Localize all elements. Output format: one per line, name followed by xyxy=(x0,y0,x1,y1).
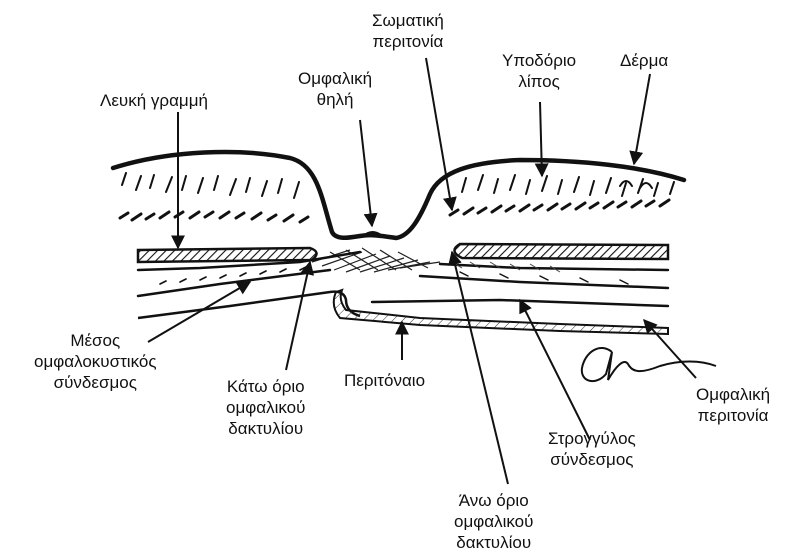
umbilical-ring-crosshatch xyxy=(312,248,440,272)
label-round-ligament: Στρογγύλος σύνδεσμος xyxy=(548,428,636,470)
arrow-skin xyxy=(634,74,650,164)
arrow-lower-ring xyxy=(286,262,310,370)
subcutaneous-fat-texture xyxy=(122,173,674,198)
linea-alba-left-bar xyxy=(138,248,317,262)
arrow-papilla xyxy=(360,120,372,226)
label-umbilical-papilla: Ομφαλική θηλή xyxy=(298,68,372,110)
papilla-nub xyxy=(362,231,384,236)
right-layers xyxy=(372,264,668,306)
arrow-subcutaneous-fat xyxy=(540,102,542,176)
label-upper-ring-margin: Άνω όριο ομφαλικού δακτυλίου xyxy=(454,490,533,553)
label-umbilical-fascia: Ομφαλική περιτονία xyxy=(696,384,770,426)
peritoneum-band xyxy=(334,290,668,334)
somatic-fascia-strokes xyxy=(120,200,669,222)
lower-left-line xyxy=(138,292,360,318)
arrow-upper-ring xyxy=(452,252,508,484)
label-skin: Δέρμα xyxy=(620,50,668,71)
label-median-umbilical-ligament: Μέσος ομφαλοκυστικός σύνδεσμος xyxy=(34,330,157,393)
linea-alba-right-bar xyxy=(454,244,668,259)
label-subcutaneous-fat: Υποδόριο λίπος xyxy=(502,50,576,92)
label-lower-ring-margin: Κάτω όριο ομφαλικού δακτυλίου xyxy=(226,376,305,439)
label-linea-alba: Λευκή γραμμή xyxy=(100,90,208,111)
skin-outline xyxy=(113,152,684,238)
arrow-somatic-fascia xyxy=(426,58,452,210)
label-peritoneum: Περιτόναιο xyxy=(344,370,425,391)
arrow-median-ligament xyxy=(148,282,250,342)
arrow-round-ligament xyxy=(520,300,590,440)
label-somatic-fascia: Σωματική περιτονία xyxy=(372,10,444,52)
artist-signature xyxy=(582,348,716,381)
